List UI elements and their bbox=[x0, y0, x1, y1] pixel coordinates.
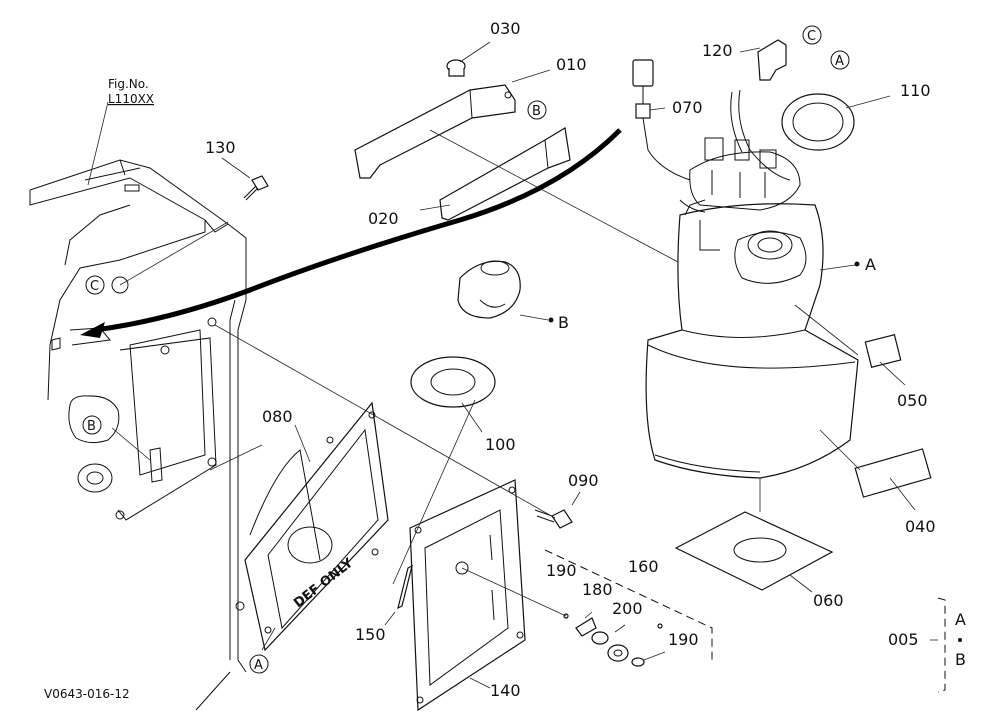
part-label-020: 020 bbox=[368, 209, 399, 228]
def-tank-cap bbox=[457, 260, 521, 319]
part-label-200: 200 bbox=[612, 599, 643, 618]
part-label-190-bottom: 190 bbox=[668, 630, 699, 649]
sender-unit bbox=[679, 137, 801, 213]
part-label-040: 040 bbox=[905, 517, 936, 536]
ref-circle-c-frame bbox=[85, 275, 105, 295]
ref-circle-b-bracket bbox=[527, 100, 547, 120]
ref-letter-a-tank: A bbox=[865, 255, 876, 274]
fig-number: L110XX bbox=[108, 92, 154, 106]
dot-a-tank bbox=[854, 261, 860, 267]
part-label-090: 090 bbox=[568, 471, 599, 490]
plate-140 bbox=[409, 479, 526, 712]
pin-150 bbox=[397, 564, 413, 610]
group-letter-a: A bbox=[955, 610, 966, 629]
bracket-010 bbox=[354, 84, 516, 179]
group-005-bracket bbox=[937, 597, 946, 693]
ref-circle-a-top bbox=[830, 50, 850, 70]
part-label-080: 080 bbox=[262, 407, 293, 426]
left-washer bbox=[77, 463, 113, 493]
drawing-code: V0643-016-12 bbox=[44, 687, 130, 701]
bolt-090 bbox=[534, 509, 573, 529]
plate-080 bbox=[244, 401, 389, 652]
ref-letter-b-bracket: B bbox=[532, 104, 541, 119]
ref-circle-b-left-area bbox=[68, 395, 120, 444]
ref-circle-c-top bbox=[802, 25, 822, 45]
kit-160-bracket bbox=[544, 549, 713, 660]
ref-circle-b-frame bbox=[82, 415, 102, 435]
part-label-070: 070 bbox=[672, 98, 703, 117]
part-label-150: 150 bbox=[355, 625, 386, 644]
part-label-100: 100 bbox=[485, 435, 516, 454]
ref-letter-a-plate: A bbox=[254, 658, 263, 673]
part-label-130: 130 bbox=[205, 138, 236, 157]
group-letter-b: B bbox=[955, 650, 966, 669]
hose-120 bbox=[730, 39, 791, 181]
part-label-190-top: 190 bbox=[546, 561, 577, 580]
ref-circle-a-plate bbox=[249, 654, 269, 674]
part-label-010: 010 bbox=[556, 55, 587, 74]
bolt-030 bbox=[446, 59, 466, 77]
part-label-005: 005 bbox=[888, 630, 919, 649]
part-label-110: 110 bbox=[900, 81, 931, 100]
ring-110 bbox=[781, 93, 855, 151]
bracket-020 bbox=[439, 127, 571, 221]
harness-arrow-head bbox=[80, 322, 105, 338]
group-dot bbox=[958, 638, 962, 642]
part-label-030: 030 bbox=[490, 19, 521, 38]
gasket-100 bbox=[410, 356, 496, 408]
part-label-180: 180 bbox=[582, 580, 613, 599]
bolt-130 bbox=[243, 175, 269, 201]
part-label-140: 140 bbox=[490, 681, 521, 700]
part-label-050: 050 bbox=[897, 391, 928, 410]
ref-letter-c-frame: C bbox=[90, 279, 99, 294]
part-label-120: 120 bbox=[702, 41, 733, 60]
part-label-160: 160 bbox=[628, 557, 659, 576]
label-040 bbox=[854, 448, 932, 498]
harness-routing-line bbox=[94, 128, 622, 333]
machine-frame bbox=[29, 159, 247, 711]
ref-letter-a-top: A bbox=[835, 54, 844, 69]
ref-letter-b-cap: B bbox=[558, 313, 569, 332]
harness-070 bbox=[632, 59, 691, 181]
dot-b-cap bbox=[548, 317, 554, 323]
part-label-060: 060 bbox=[813, 591, 844, 610]
def-tank bbox=[645, 199, 859, 479]
leader-lines bbox=[87, 41, 938, 689]
fig-label: Fig.No. bbox=[108, 77, 149, 91]
ref-letter-c-top: C bbox=[807, 29, 816, 44]
label-050 bbox=[864, 334, 902, 368]
ref-letter-b-frame: B bbox=[87, 419, 96, 434]
kit-160-parts bbox=[563, 613, 663, 667]
pad-060 bbox=[674, 511, 834, 591]
